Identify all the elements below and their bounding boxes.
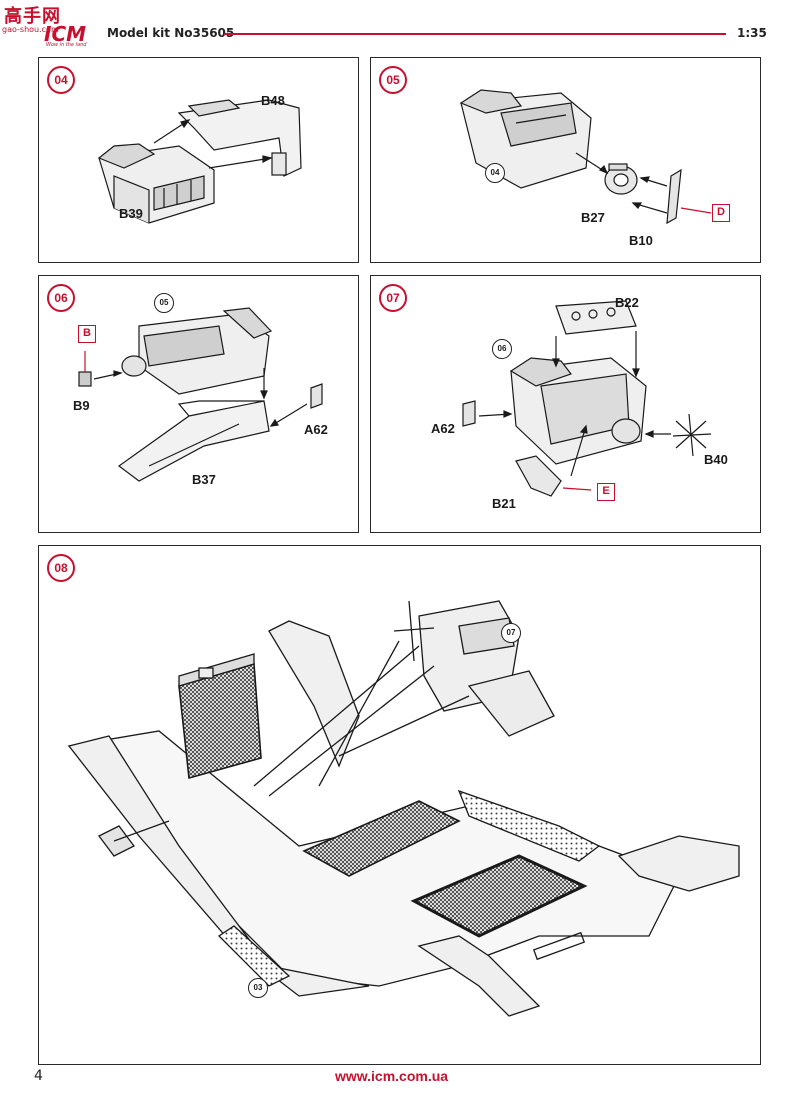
part-label-b48: B48: [261, 93, 285, 108]
part-label-b40: B40: [704, 452, 728, 467]
part-label-b39: B39: [119, 206, 143, 221]
step-05-drawing: [459, 89, 712, 225]
part-label-a62: A62: [304, 422, 328, 437]
step-06-drawing: [78, 307, 323, 482]
part-label-b27: B27: [581, 210, 605, 225]
part-label-b21: B21: [492, 496, 516, 511]
page-number: 4: [34, 1068, 43, 1084]
step-number-badge: 07: [379, 284, 407, 312]
logo-cn-text: 高手网: [4, 6, 61, 27]
part-label-b22: B22: [615, 295, 639, 310]
step-04-panel: 04 B48 B39: [38, 57, 359, 263]
reference-step-circle-03: 03: [248, 978, 268, 998]
logo-tagline: Wow in the land: [46, 42, 87, 48]
step-07-drawing: [462, 300, 712, 497]
page-header: 高手网 gao-shou.com ICM Wow in the land Mod…: [0, 0, 800, 50]
step-06-panel: 06 05 B B9 A62 B37: [38, 275, 359, 533]
reference-step-circle: 05: [154, 293, 174, 313]
logo-url-text: gao-shou.com: [2, 25, 59, 34]
website-link[interactable]: www.icm.com.ua: [335, 1068, 449, 1084]
brand-logo: 高手网 gao-shou.com ICM Wow in the land: [0, 0, 100, 50]
reference-step-circle-07: 07: [501, 623, 521, 643]
step-04-drawing: [97, 99, 302, 224]
kit-title: Model kit No35605: [107, 26, 235, 40]
step-number-badge: 06: [47, 284, 75, 312]
part-label-b9: B9: [73, 398, 90, 413]
step-number-badge: 08: [47, 554, 75, 582]
logo-brand-text: ICM: [44, 22, 87, 46]
paint-callout-e: E: [597, 483, 615, 501]
part-label-b37: B37: [192, 472, 216, 487]
step-number-badge: 04: [47, 66, 75, 94]
part-label-a62: A62: [431, 421, 455, 436]
reference-step-circle: 04: [485, 163, 505, 183]
step-08-panel: 08 07 03: [38, 545, 761, 1065]
scale-label: 1:35: [737, 26, 767, 40]
paint-callout-d: D: [712, 204, 730, 222]
header-divider: [224, 33, 726, 35]
step-05-panel: 05 04 B27 B10 D: [370, 57, 761, 263]
step-07-panel: 07 06 B22 A62 B40 B21 E: [370, 275, 761, 533]
part-label-b10: B10: [629, 233, 653, 248]
step-number-badge: 05: [379, 66, 407, 94]
paint-callout-b: B: [78, 325, 96, 343]
step-08-drawing: [67, 600, 740, 1017]
reference-step-circle: 06: [492, 339, 512, 359]
